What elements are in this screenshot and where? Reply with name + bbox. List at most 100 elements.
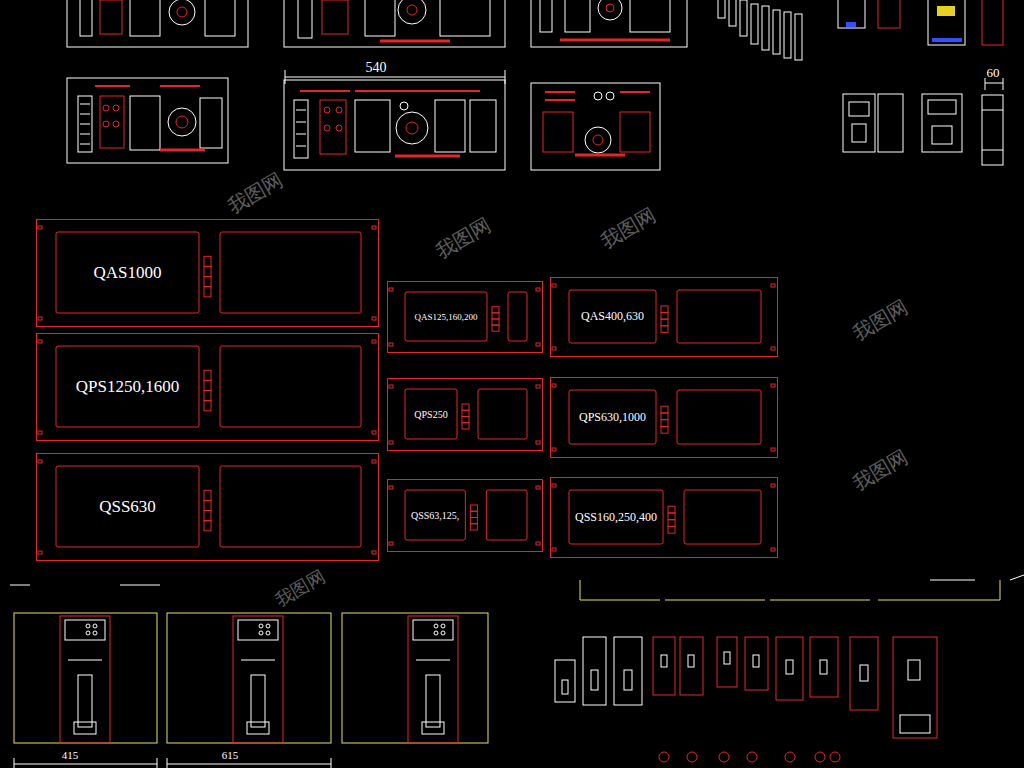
dimension: 615 — [222, 750, 239, 761]
panel-frame — [486, 490, 527, 540]
panel-frame — [204, 391, 211, 401]
drawing-rect — [688, 655, 694, 667]
top-panels — [67, 0, 687, 47]
panel-frame — [204, 256, 211, 266]
drawing-line — [665, 600, 765, 601]
model-label: QSS630 — [56, 466, 199, 547]
panel-frame — [38, 317, 42, 320]
drawing-line — [985, 78, 986, 90]
panel-frame — [492, 307, 499, 313]
drawing-circle — [324, 107, 330, 113]
drawing-rect — [65, 620, 105, 640]
drawing-rect — [60, 616, 110, 743]
drawing-rect — [531, 0, 687, 47]
drawing-circle — [396, 112, 428, 144]
drawing-rect — [320, 100, 346, 154]
drawing-rect — [80, 0, 92, 36]
drawing-rect — [900, 715, 930, 733]
drawing-circle — [86, 631, 90, 635]
dimension: 415 — [62, 750, 79, 761]
panel-frame — [536, 343, 540, 346]
switch-panel: QPS1250,1600 — [36, 333, 379, 441]
panel-frame — [470, 524, 477, 530]
panel-frame — [771, 448, 775, 451]
terminal-strips — [718, 0, 1003, 165]
drawing-rect — [751, 4, 758, 44]
drawing-rect — [440, 0, 490, 36]
panel-frame — [220, 466, 361, 547]
panel-frame — [492, 313, 499, 319]
drawing-rect — [762, 6, 769, 50]
model-label: QPS1250,1600 — [56, 346, 199, 427]
drawing-rect — [718, 0, 725, 18]
drawing-line — [80, 124, 90, 125]
drawing-line — [285, 77, 505, 78]
drawing-rect — [932, 38, 962, 42]
drawing-rect — [100, 96, 124, 148]
drawing-rect — [653, 637, 675, 695]
panel-frame — [56, 346, 199, 427]
panel-frame — [56, 466, 199, 547]
panel-frame — [536, 288, 540, 291]
panel-frame — [220, 346, 361, 427]
drawing-line — [560, 39, 670, 42]
drawing-rect — [932, 126, 952, 144]
drawing-rect — [365, 0, 395, 36]
panel-frame — [771, 484, 775, 487]
drawing-circle — [815, 752, 825, 762]
drawing-rect — [565, 0, 590, 32]
drawing-circle — [441, 624, 445, 628]
drawing-circle — [434, 624, 438, 628]
panel-frame — [536, 486, 540, 489]
panel-frame — [470, 505, 477, 511]
drawing-circle — [176, 116, 188, 128]
drawing-rect — [846, 22, 856, 27]
drawing-rect — [531, 83, 660, 170]
drawing-line — [160, 149, 205, 152]
panel-frame — [204, 380, 211, 390]
drawing-rect — [555, 660, 575, 702]
switch-panel: QPS630,1000 — [550, 377, 778, 458]
drawing-rect — [540, 0, 552, 32]
drawing-rect — [724, 652, 730, 664]
panel-frame — [552, 284, 556, 287]
panel-frame — [204, 401, 211, 411]
drawing-circle — [93, 624, 97, 628]
dimension: 60 — [987, 66, 1000, 79]
panel-frame — [372, 317, 376, 320]
panel-frame — [204, 511, 211, 521]
drawing-line — [575, 154, 625, 157]
panel-frame — [552, 347, 556, 350]
drawing-line — [1003, 78, 1004, 90]
drawing-line — [770, 600, 870, 601]
drawing-rect — [74, 722, 96, 734]
drawing-rect — [922, 94, 962, 152]
panel-frame — [56, 232, 199, 313]
panel-frame — [771, 347, 775, 350]
drawing-rect — [355, 100, 390, 152]
drawing-line — [1000, 580, 1001, 600]
drawing-line — [95, 85, 130, 87]
panel-frame — [661, 406, 668, 413]
drawing-line — [157, 758, 158, 768]
drawing-circle — [434, 631, 438, 635]
drawing-rect — [630, 0, 670, 32]
panel-outline — [37, 220, 380, 328]
drawing-circle — [398, 0, 426, 24]
panel-frame — [220, 232, 361, 313]
drawing-circle — [168, 108, 196, 136]
panel-frame — [668, 513, 675, 520]
model-label: QAS125,160,200 — [405, 292, 487, 341]
drawing-circle — [598, 0, 622, 20]
drawing-circle — [86, 624, 90, 628]
drawing-rect — [661, 655, 667, 667]
watermark: 我图网 — [849, 446, 911, 493]
panel-frame — [552, 384, 556, 387]
model-label: QSS63,125, — [405, 490, 465, 540]
switch-panel: QSS63,125, — [387, 479, 543, 552]
switch-panel: QAS1000 — [36, 219, 379, 327]
drawing-rect — [167, 613, 331, 743]
panel-frame — [204, 521, 211, 531]
panel-frame — [389, 441, 393, 444]
panel-frame — [552, 448, 556, 451]
